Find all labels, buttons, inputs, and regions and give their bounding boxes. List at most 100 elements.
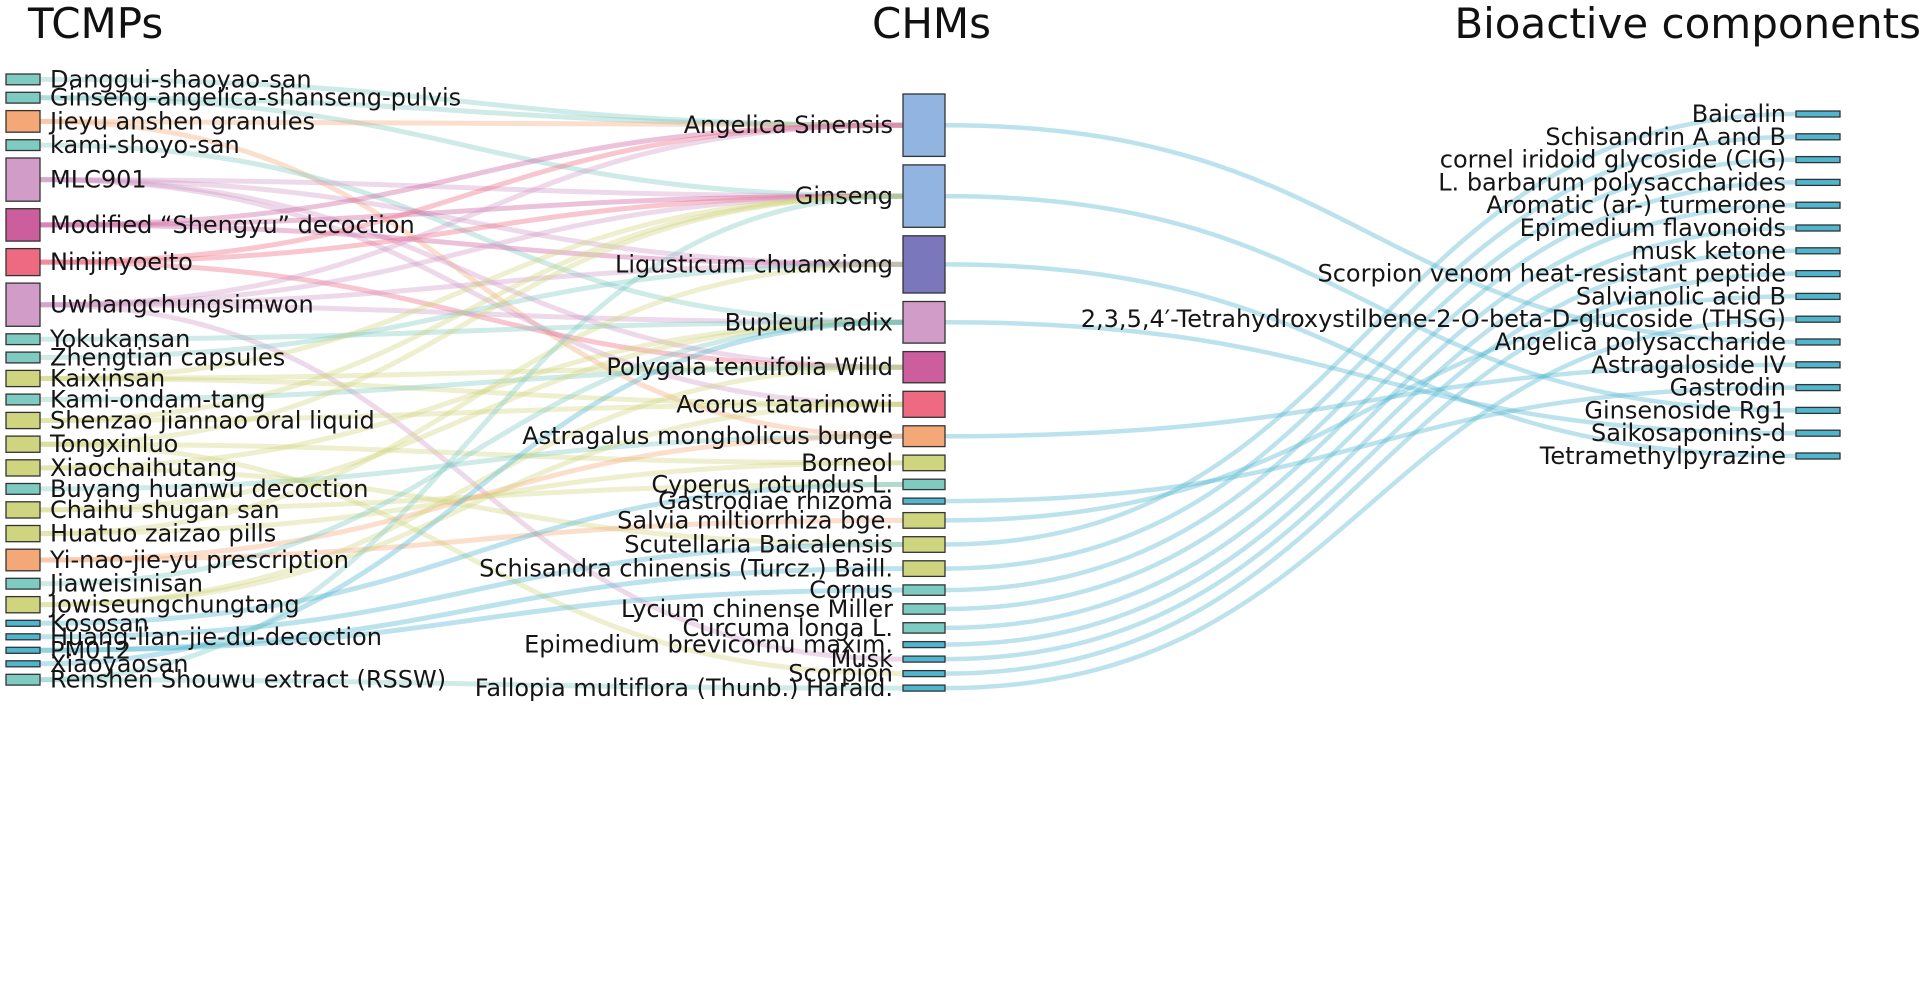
tcmps-node-xiaochaihutang [5, 459, 41, 477]
tcmps-node-huang-lian-jie-du-decoction [5, 633, 41, 641]
tcmps-node-mlc901 [5, 157, 41, 202]
tcmps-node-xiaoyaosan [5, 660, 41, 668]
link-layer [39, 76, 1797, 691]
tcmps-label: Modified “Shengyu” decoction [50, 211, 415, 239]
link-tcmp-chm [39, 261, 904, 360]
chms-label: Bupleuri radix [725, 308, 893, 336]
components-label: Angelica polysaccharide [1495, 328, 1786, 356]
link-chm-component [944, 271, 1797, 676]
chms-node-ligusticum-chuanxiong [902, 235, 946, 294]
components-node-musk-ketone [1795, 247, 1841, 255]
components-label: Scorpion venom heat-resistant peptide [1318, 260, 1787, 288]
tcmps-node-pm012 [5, 646, 41, 654]
tcmps-label: Xiaoyaosan [50, 650, 189, 678]
link-tcmp-chm [39, 261, 904, 308]
link-tcmp-chm [39, 261, 904, 537]
components-label: Salvianolic acid B [1576, 282, 1786, 310]
link-tcmp-chm [39, 193, 904, 381]
tcmps-node-jowiseungchungtang [5, 595, 41, 614]
chms-label: Borneol [801, 449, 893, 477]
tcmps-label: Ninjinyoeito [50, 248, 193, 276]
components-label: Gastrodin [1670, 374, 1786, 402]
components-label: 2,3,5,4′-Tetrahydroxystilbene-2-O-beta-D… [1081, 305, 1786, 333]
components-node-tetramethylpyrazine [1795, 452, 1841, 460]
chms-label: Ligusticum chuanxiong [615, 250, 893, 278]
components-label: musk ketone [1632, 237, 1787, 265]
tcmps-label: Yi-nao-jie-yu prescription [49, 546, 349, 574]
components-node-2-3-5-4-tetrahydroxystilbene-2-o-beta-d-glucoside-thsg [1795, 315, 1841, 323]
tcmps-label: Chaihu shugan san [50, 496, 280, 524]
tcmps-node-chaihu-shugan-san [5, 501, 41, 519]
link-tcmp-chm [39, 177, 904, 267]
link-chm-component [944, 157, 1797, 593]
tcmps-label: MLC901 [50, 166, 147, 194]
components-label: Aromatic (ar-) turmerone [1486, 191, 1786, 219]
components-node-cornel-iridoid-glycoside-cig [1795, 155, 1841, 164]
tcmps-node-jiaweisinisan [5, 577, 41, 590]
tcmps-label: Ginseng-angelica-shanseng-pulvis [50, 84, 461, 112]
tcmps-node-modified-shengyu-decoction [5, 208, 41, 242]
link-tcmp-chm [39, 122, 904, 265]
node-layer: Danggui-shaoyao-sanGinseng-angelica-shan… [5, 65, 1841, 702]
chms-node-polygala-tenuifolia-willd [902, 350, 946, 384]
link-chm-component [944, 202, 1797, 631]
link-tcmp-chm [39, 401, 904, 608]
header-chms: CHMs [872, 0, 992, 48]
components-node-gastrodin [1795, 383, 1841, 392]
link-chm-component [944, 180, 1797, 612]
tcmps-node-renshen-shouwu-extract-rssw [5, 673, 41, 686]
link-tcmp-chm [39, 76, 904, 128]
tcmps-label: Huatuo zaizao pills [50, 520, 276, 548]
tcmps-label: Shenzao jiannao oral liquid [50, 407, 375, 435]
link-chm-component [944, 122, 1797, 345]
link-tcmp-chm [39, 193, 904, 447]
tcmps-label: Danggui-shaoyao-san [50, 65, 312, 93]
chms-label: Ginseng [795, 182, 893, 210]
tcmps-label: Uwhangchungsimwon [50, 291, 314, 319]
link-tcmp-chm [39, 118, 904, 128]
link-tcmp-chm [39, 177, 904, 370]
components-node-saikosaponins-d [1795, 429, 1841, 437]
components-label: cornel iridoid glycoside (CIG) [1440, 146, 1786, 174]
tcmps-label: kami-shoyo-san [50, 131, 240, 159]
components-node-salvianolic-acid-b [1795, 292, 1841, 301]
chms-label: Gastrodiae rhizoma [658, 487, 893, 515]
link-tcmp-chm [39, 364, 904, 381]
tcmps-node-ninjinyoeito [5, 247, 41, 277]
link-tcmp-chm [39, 433, 904, 563]
chms-node-curcuma-longa-l [902, 622, 946, 634]
link-tcmp-chm [39, 319, 904, 667]
tcmps-label: Jieyu anshen granules [48, 107, 315, 135]
chms-label: Acorus tatarinowii [676, 390, 893, 418]
chms-node-astragalus-mongholicus-bunge [902, 425, 946, 448]
link-chm-component [944, 362, 1797, 439]
link-tcmp-chm [39, 517, 904, 563]
link-tcmp-chm [39, 95, 904, 128]
link-tcmp-chm [39, 587, 904, 653]
link-tcmp-chm [39, 177, 904, 199]
link-tcmp-chm [39, 259, 904, 370]
chms-label: Fallopia multiflora (Thunb.) Harald. [475, 674, 893, 702]
components-label: Tetramethylpyrazine [1539, 442, 1786, 470]
components-label: L. barbarum polysaccharides [1438, 168, 1786, 196]
link-tcmp-chm [39, 481, 904, 513]
link-tcmp-chm [39, 401, 904, 423]
components-node-l-barbarum-polysaccharides [1795, 178, 1841, 187]
link-chm-component [944, 111, 1797, 547]
link-tcmp-chm [39, 441, 904, 677]
chms-label: Polygala tenuifolia Willd [606, 353, 893, 381]
tcmps-node-yokukansan [5, 333, 41, 346]
tcmps-label: Zhengtian capsules [50, 344, 285, 372]
link-tcmp-chm [39, 302, 904, 325]
chms-node-borneol [902, 454, 946, 472]
chms-node-lycium-chinense-miller [902, 603, 946, 615]
tcmps-label: Huang-lian-jie-du-decoction [50, 623, 382, 651]
tcmps-node-danggui-shaoyao-san [5, 73, 41, 86]
link-chm-component [944, 385, 1797, 504]
components-label: Astragaloside IV [1592, 351, 1787, 379]
tcmps-node-kaixinsan [5, 369, 41, 388]
tcmps-node-kososan [5, 619, 41, 627]
chms-node-cyperus-rotundus-l [902, 478, 946, 491]
components-node-scorpion-venom-heat-resistant-peptide [1795, 269, 1841, 278]
